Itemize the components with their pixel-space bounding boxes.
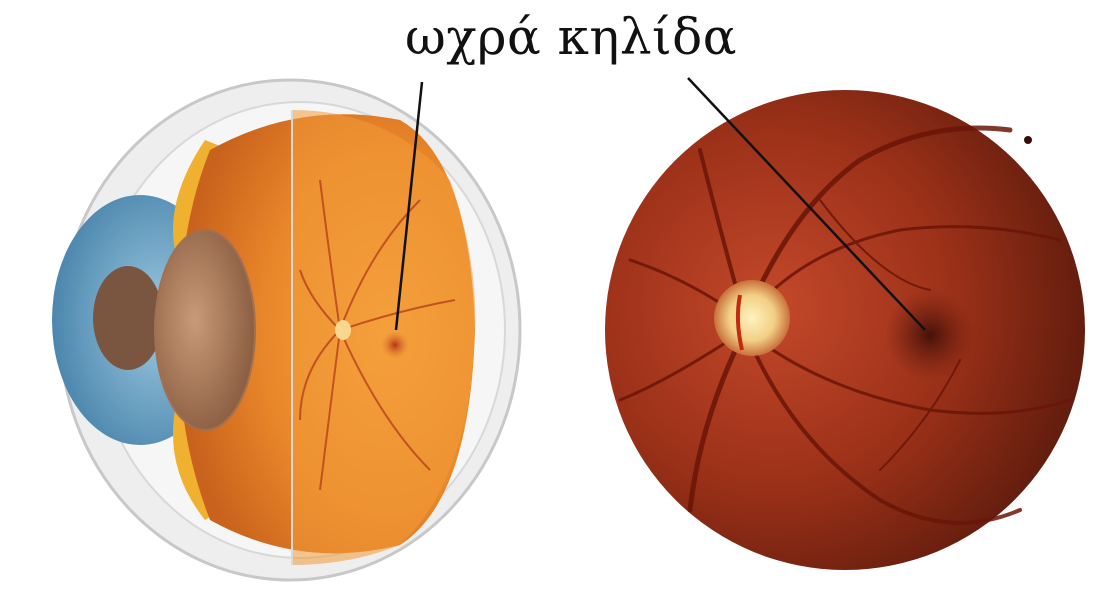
eye-cross-section bbox=[52, 80, 520, 580]
fundus-photo bbox=[605, 90, 1085, 570]
fundus-disc bbox=[605, 90, 1085, 570]
macula-label: ωχρά κηλίδα bbox=[405, 8, 737, 66]
optic-disc-cross-section bbox=[335, 320, 351, 340]
lens bbox=[155, 230, 255, 430]
macula-cross-section bbox=[381, 331, 409, 359]
optic-disc-fundus bbox=[714, 280, 790, 356]
fundus-edge-speck bbox=[1024, 136, 1032, 144]
pupil bbox=[93, 266, 163, 370]
